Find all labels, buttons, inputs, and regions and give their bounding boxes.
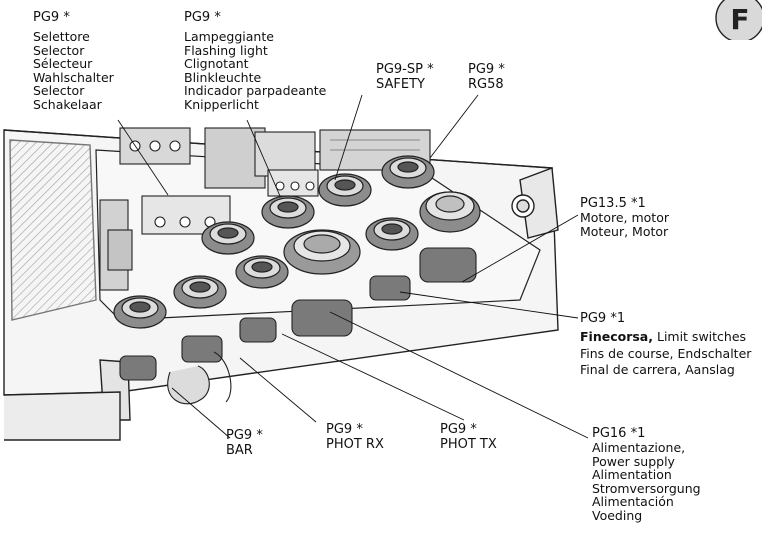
- selettore-code: PG9 *: [33, 10, 70, 25]
- gland-left-3: [235, 255, 289, 289]
- phot-tx-name: PHOT TX: [440, 437, 497, 452]
- label-finecorsa: PG9 *1 Finecorsa, Limit switches Fins de…: [580, 311, 751, 377]
- gland-safety: [318, 173, 372, 207]
- alimentazione-line-5: Alimentación: [592, 494, 674, 509]
- finecorsa-line-1: Finecorsa, Limit switches: [580, 330, 751, 344]
- safety-name: SAFETY: [376, 77, 425, 92]
- finecorsa-line-2: Fins de course, Endschalter: [580, 345, 752, 361]
- lampeggiante-line-4: Blinkleuchte: [184, 69, 262, 85]
- finecorsa-line-1-bold: Finecorsa,: [580, 329, 653, 344]
- label-alimentazione: PG16 *1 Alimentazione, Power supply Alim…: [592, 426, 701, 522]
- label-bar: PG9 * BAR: [226, 428, 263, 458]
- gland-left-2: [173, 275, 227, 309]
- alimentazione-line-1: Alimentazione,: [592, 440, 686, 455]
- bottom-glands: [119, 247, 477, 405]
- gland-motore: [419, 191, 481, 233]
- lampeggiante-line-5: Indicador parpadeante: [184, 83, 327, 98]
- motore-line-2: Moteur, Motor: [580, 223, 669, 239]
- gland-rg58: [381, 155, 435, 189]
- label-safety: PG9-SP * SAFETY: [376, 62, 434, 92]
- cable-glands: [113, 155, 481, 329]
- safety-code: PG9-SP *: [376, 62, 434, 77]
- alimentazione-line-2: Power supply: [592, 453, 675, 469]
- selettore-line-6: Schakelaar: [33, 96, 102, 112]
- lampeggiante-line-3: Clignotant: [184, 56, 249, 71]
- label-rg58: PG9 * RG58: [468, 62, 505, 92]
- lampeggiante-code: PG9 *: [184, 10, 221, 25]
- badge-letter: F: [730, 3, 749, 36]
- selettore-line-4: Wahlschalter: [33, 69, 114, 85]
- rg58-code: PG9 *: [468, 62, 505, 77]
- lampeggiante-line-1: Lampeggiante: [184, 29, 274, 44]
- label-selettore: PG9 * Selettore Selector Sélecteur Wahls…: [33, 10, 114, 111]
- label-motore: PG13.5 *1 Motore, motor Moteur, Motor: [580, 196, 669, 238]
- label-lampeggiante: PG9 * Lampeggiante Flashing light Cligno…: [184, 10, 326, 111]
- bar-name: BAR: [226, 443, 253, 458]
- alimentazione-code: PG16 *1: [592, 426, 646, 441]
- gland-lampeggiante: [261, 195, 315, 229]
- lampeggiante-line-6: Knipperlicht: [184, 96, 259, 112]
- finecorsa-code: PG9 *1: [580, 311, 626, 326]
- motore-line-1: Motore, motor: [580, 210, 669, 225]
- alimentazione-line-3: Alimentation: [592, 467, 672, 482]
- selettore-line-1: Selettore: [33, 29, 90, 44]
- label-phot-rx: PG9 * PHOT RX: [326, 422, 384, 452]
- section-f-badge: F: [715, 0, 762, 40]
- alimentazione-line-4: Stromversorgung: [592, 480, 701, 496]
- leader-lines: [117, 94, 589, 439]
- selettore-line-3: Sélecteur: [33, 56, 93, 71]
- lampeggiante-line-2: Flashing light: [184, 42, 268, 58]
- finecorsa-line-1-rest: Limit switches: [653, 329, 747, 344]
- selettore-line-5: Selector: [33, 83, 85, 98]
- finecorsa-line-3: Final de carrera, Aanslag: [580, 362, 735, 377]
- phot-rx-code: PG9 *: [326, 422, 363, 437]
- label-phot-tx: PG9 * PHOT TX: [440, 422, 497, 452]
- phot-rx-name: PHOT RX: [326, 437, 384, 452]
- selettore-line-2: Selector: [33, 42, 85, 58]
- rg58-name: RG58: [468, 77, 504, 92]
- motore-code: PG13.5 *1: [580, 196, 646, 211]
- phot-tx-code: PG9 *: [440, 422, 477, 437]
- bar-code: PG9 *: [226, 428, 263, 443]
- gland-left-1: [113, 295, 167, 329]
- gland-selettore: [201, 221, 255, 255]
- gland-center-large: [283, 229, 361, 275]
- alimentazione-line-6: Voeding: [592, 507, 643, 523]
- gland-right-mid: [365, 217, 419, 251]
